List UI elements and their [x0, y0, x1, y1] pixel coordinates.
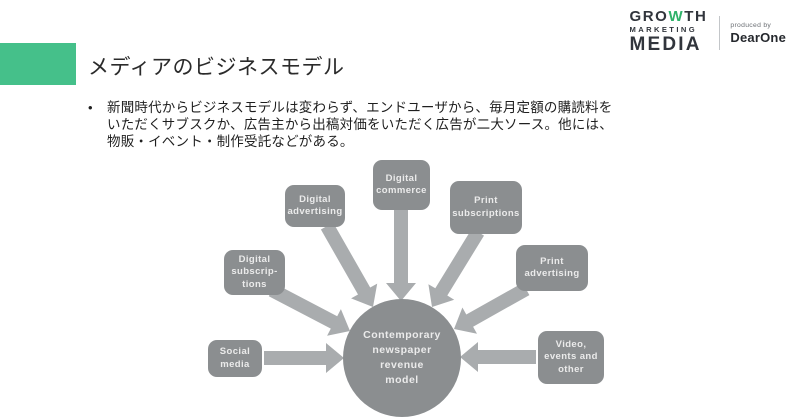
logo-growth-post: TH: [684, 8, 708, 25]
center-node-revenue-model: Contemporary newspaper revenue model: [343, 299, 461, 417]
bullet-text: 新聞時代からビジネスモデルは変わらず、エンドユーザから、毎月定額の購読料を いた…: [107, 100, 613, 149]
arrow-digital-advertising-to-center: [320, 222, 378, 307]
node-print-advertising: Print advertising: [516, 245, 588, 291]
arrow-digital-subscriptions-to-center: [268, 283, 350, 336]
logo-line-media: MEDIA: [629, 34, 702, 55]
node-video-events: Video, events and other: [538, 331, 604, 384]
producer-block: produced by DearOne: [730, 21, 786, 45]
node-digital-advertising: Digital advertising: [285, 185, 345, 227]
growth-check-icon: W: [668, 8, 685, 25]
arrow-social-media-to-center: [264, 343, 344, 373]
bullet-paragraph: • 新聞時代からビジネスモデルは変わらず、エンドユーザから、毎月定額の購読料を …: [88, 99, 736, 150]
logo-line-marketing: MARKETING: [629, 25, 698, 34]
logo-divider: [719, 15, 721, 50]
logo-wordmark: GROWTH MARKETING MEDIA: [629, 8, 708, 55]
logo-growth-pre: GRO: [629, 8, 669, 25]
arrow-digital-commerce-to-center: [386, 209, 416, 301]
producer-name: DearOne: [730, 29, 786, 45]
arrow-print-advertising-to-center: [454, 282, 530, 334]
arrow-video-events-to-center: [460, 342, 536, 372]
page-title: メディアのビジネスモデル: [88, 56, 345, 79]
logo-line-growth: GROWTH: [629, 8, 708, 25]
node-social-media: Social media: [208, 340, 262, 377]
arrow-print-subscriptions-to-center: [428, 228, 484, 307]
title-accent-bar: [0, 43, 76, 85]
node-digital-commerce: Digital commerce: [373, 160, 430, 210]
node-print-subscriptions: Print subscriptions: [450, 181, 522, 234]
growth-marketing-media-logo: GROWTH MARKETING MEDIA produced by DearO…: [629, 8, 786, 55]
produced-by-label: produced by: [730, 21, 772, 29]
bullet-marker: •: [88, 100, 93, 115]
node-digital-subscriptions: Digital subscrip- tions: [224, 250, 285, 295]
